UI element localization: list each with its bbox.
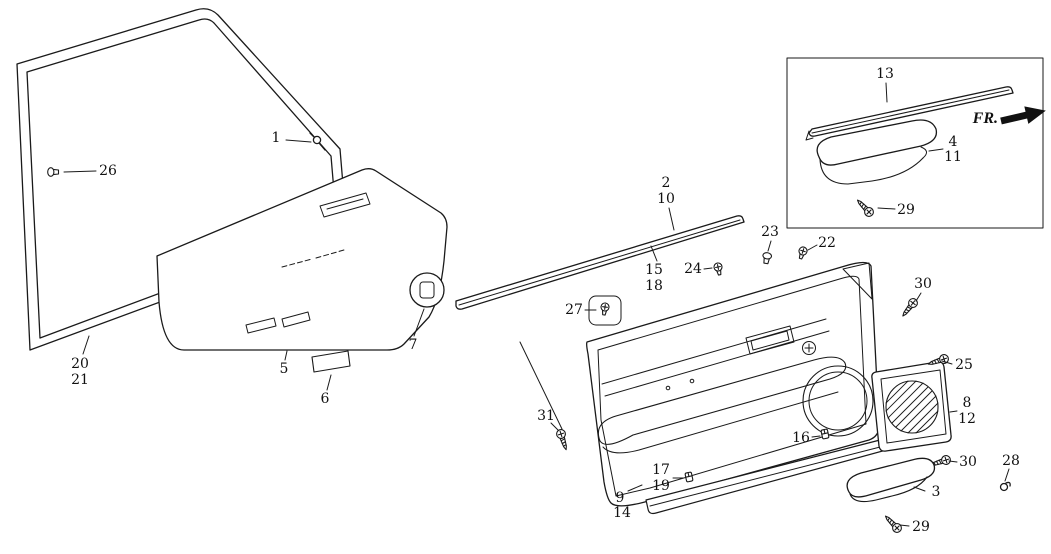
part-label-17: 17: [652, 462, 670, 478]
part-label-15: 15: [645, 262, 663, 278]
part-label-2: 2: [661, 175, 671, 191]
part-label-18: 18: [645, 278, 663, 294]
part-label-9: 9: [615, 490, 625, 506]
leader-lines: [63, 82, 1010, 527]
panel-edge-line: [519, 341, 563, 430]
armrest-4: [816, 119, 938, 185]
clip-23: [760, 251, 773, 265]
part-label-25: 25: [955, 357, 973, 373]
belt-molding-2: [455, 215, 745, 310]
part-label-26: 26: [99, 163, 117, 179]
part-label-12: 12: [958, 411, 976, 427]
part-label-31: 31: [537, 408, 555, 424]
part-label-13: 13: [876, 66, 894, 82]
part-label-7: 7: [408, 337, 418, 353]
part-label-6: 6: [320, 391, 330, 407]
part-label-27: 27: [565, 302, 583, 318]
clip-17: [684, 471, 694, 483]
armrest-3: [846, 457, 936, 503]
part-label-5: 5: [279, 361, 289, 377]
grommet-26: [47, 167, 60, 177]
part-label-22: 22: [818, 235, 836, 251]
clip-16: [820, 428, 830, 440]
part-label-29-top: 29: [897, 202, 915, 218]
screw-31: [554, 427, 571, 452]
part-label-30-lower: 30: [959, 454, 977, 470]
part-label-29-bottom: 29: [912, 519, 930, 535]
part-label-21: 21: [71, 372, 89, 388]
clip-24: [712, 261, 725, 277]
screw-29-top: [853, 196, 876, 219]
door-panel-sheet-5: [156, 168, 448, 351]
molding-strip-13: [805, 86, 1014, 141]
part-label-11: 11: [944, 149, 962, 165]
part-label-4: 4: [948, 134, 958, 150]
part-label-1: 1: [271, 130, 281, 146]
clip-22: [796, 245, 809, 261]
door-trim-panel-9: [586, 261, 891, 515]
part-label-24: 24: [684, 261, 702, 277]
seal-patch-6: [311, 350, 351, 373]
part-label-8: 8: [962, 395, 972, 411]
part-label-20: 20: [71, 356, 89, 372]
inset-box: [786, 57, 1044, 229]
part-label-23: 23: [761, 224, 779, 240]
part-label-10: 10: [657, 191, 675, 207]
part-label-19: 19: [652, 478, 670, 494]
clip-28: [999, 481, 1011, 492]
part-label-30-upper: 30: [914, 276, 932, 292]
part-label-28: 28: [1002, 453, 1020, 469]
screw-29-bottom: [881, 512, 904, 535]
speaker-grille-8: [871, 361, 952, 452]
grommet-7: [409, 272, 445, 308]
part-label-3: 3: [931, 484, 941, 500]
fr-direction-arrow: [1000, 106, 1046, 125]
clip-1: [309, 132, 326, 151]
fr-direction-label: FR.: [972, 110, 998, 127]
part-label-16: 16: [792, 430, 810, 446]
part-label-14: 14: [613, 505, 631, 521]
